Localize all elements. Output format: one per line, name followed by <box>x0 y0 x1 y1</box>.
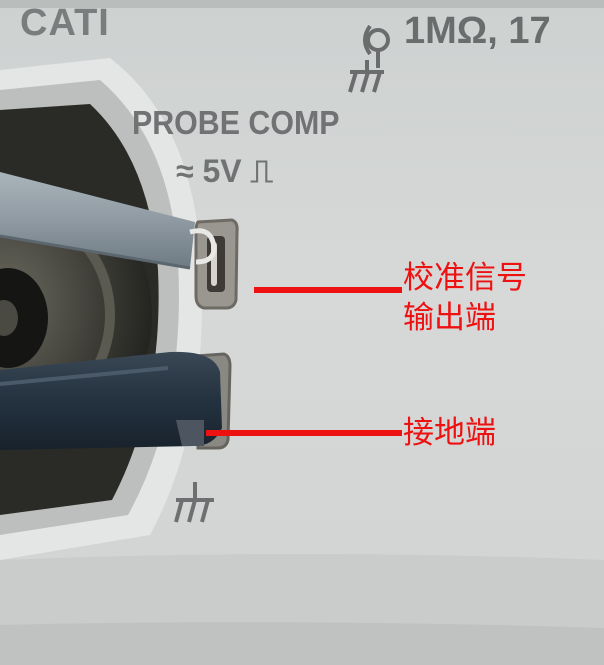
chassis-ground-icon-top <box>348 60 384 93</box>
panel-bottom-strip <box>0 622 604 665</box>
calibration-output-line1: 校准信号 <box>403 260 527 296</box>
calibration-output-annotation: 校准信号 输出端 <box>403 258 527 338</box>
ground-terminal-annotation: 接地端 <box>403 415 496 451</box>
chassis-ground-icon-bottom <box>174 482 214 523</box>
coax-connector-icon <box>363 24 390 68</box>
ground-clip <box>0 351 222 450</box>
bnc-connector-center <box>0 268 48 368</box>
probe-wire-edge <box>0 234 191 270</box>
probe-comp-title: PROBE COMP <box>132 104 340 141</box>
ground-clip-ridge <box>0 366 169 386</box>
panel-seam <box>0 0 604 8</box>
probe-comp-voltage: ≈ 5V ⎍ <box>176 153 273 189</box>
bnc-connector-pin <box>0 300 18 336</box>
brand-fragment-label: CATI <box>20 2 110 44</box>
ground-clip-jaw <box>176 420 204 446</box>
input-spec-label: 1MΩ, 17 <box>404 10 551 52</box>
calibration-output-line2: 输出端 <box>403 300 496 336</box>
probe-hook <box>189 228 217 265</box>
